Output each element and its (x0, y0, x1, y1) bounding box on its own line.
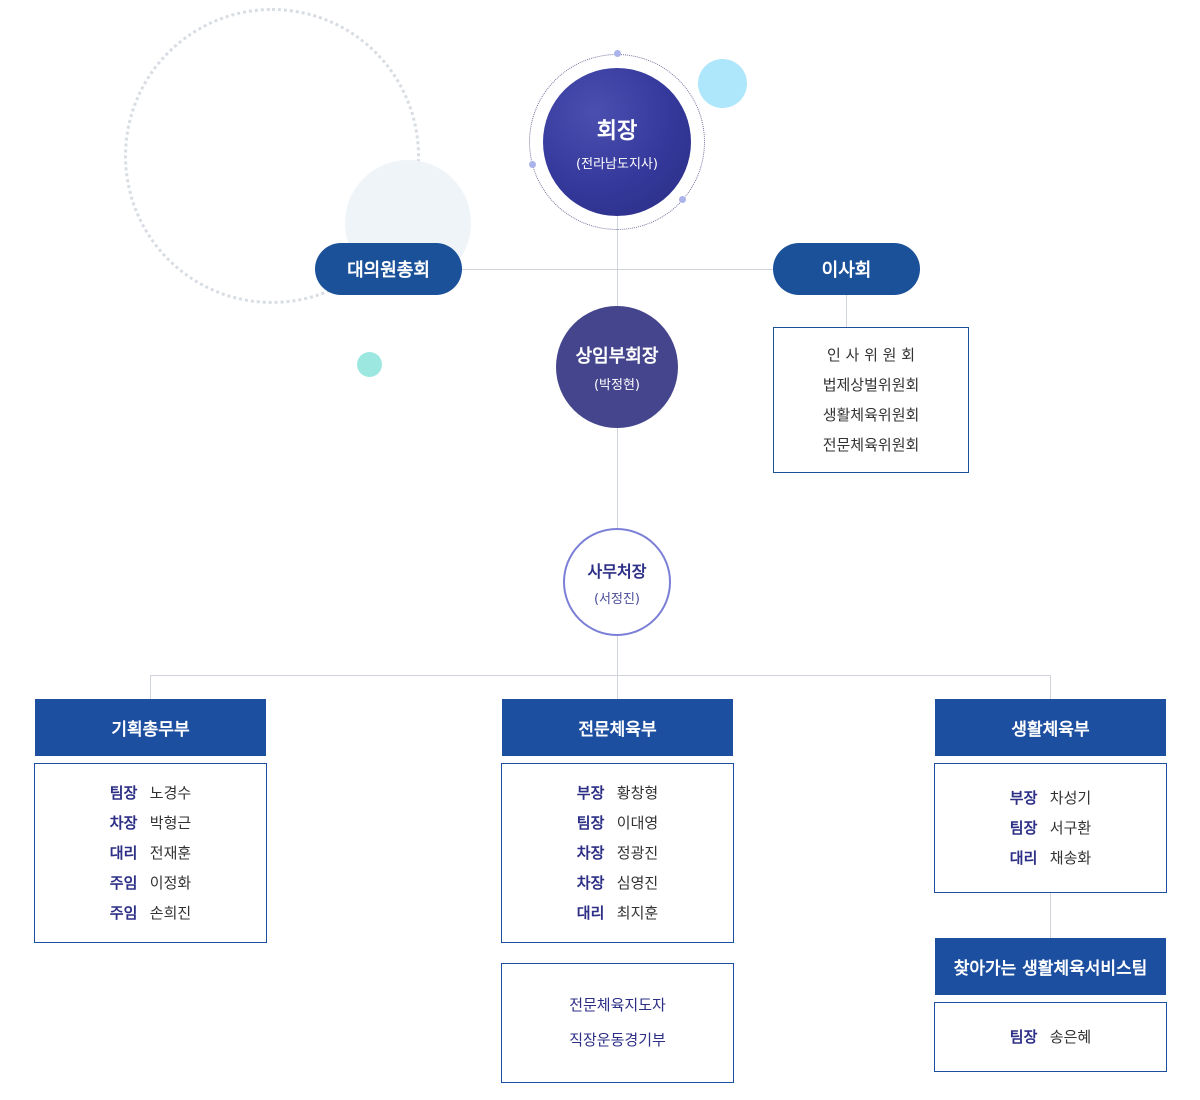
extra-item: 전문체육지도자 (569, 996, 666, 1014)
secretary-general-title: 사무처장 (587, 561, 647, 581)
committee-item: 생활체육위원회 (822, 406, 920, 424)
staff-role: 대리 (576, 904, 605, 922)
staff-role: 팀장 (1009, 819, 1038, 837)
connector-secgen-down (617, 636, 618, 699)
connector-dept3-subteam (1050, 892, 1051, 938)
connector-chair-vice (617, 216, 618, 306)
staff-name: 황창형 (616, 784, 659, 802)
staff-name: 정광진 (616, 844, 659, 862)
dept-community-sports-header[interactable]: 생활체육부 (935, 699, 1166, 756)
staff-row: 대리 최지훈 (577, 898, 658, 928)
vice-chairman-node[interactable]: 상임부회장 (박정현) (556, 306, 678, 428)
staff-name: 전재훈 (149, 844, 192, 862)
staff-row: 대리 전재훈 (110, 838, 191, 868)
vice-chairman-subtitle: (박정현) (593, 377, 641, 393)
staff-role: 부장 (576, 784, 605, 802)
connector-board-committees (846, 295, 847, 327)
connector-dept3 (1050, 675, 1051, 699)
staff-name: 노경수 (149, 784, 192, 802)
staff-name: 차성기 (1049, 789, 1092, 807)
staff-row: 차장 박형근 (110, 808, 191, 838)
staff-row: 팀장 노경수 (110, 778, 191, 808)
extra-item: 직장운동경기부 (569, 1031, 666, 1049)
subteam-header[interactable]: 찾아가는 생활체육서비스팀 (935, 938, 1166, 995)
staff-row: 주임 손희진 (110, 898, 191, 928)
staff-role: 차장 (576, 844, 605, 862)
staff-name: 손희진 (149, 904, 192, 922)
committee-item: 전문체육위원회 (822, 436, 920, 454)
secretary-general-subtitle: (서정진) (593, 591, 641, 607)
dept-elite-sports-header[interactable]: 전문체육부 (502, 699, 733, 756)
staff-row: 주임 이정화 (110, 868, 191, 898)
connector-assembly-board (461, 269, 773, 270)
staff-role: 팀장 (1009, 1028, 1038, 1046)
staff-name: 송은혜 (1049, 1028, 1092, 1046)
staff-name: 채송화 (1049, 849, 1092, 867)
staff-row: 대리 채송화 (1010, 843, 1091, 873)
staff-role: 팀장 (109, 784, 138, 802)
staff-role: 차장 (109, 814, 138, 832)
ring-dot-top (614, 50, 621, 57)
staff-role: 차장 (576, 874, 605, 892)
connector-dept1 (150, 675, 151, 699)
staff-name: 서구환 (1049, 819, 1092, 837)
decorative-dotted-ring (124, 8, 420, 304)
staff-role: 주임 (109, 904, 138, 922)
dept-elite-sports-extra: 전문체육지도자 직장운동경기부 (501, 963, 734, 1083)
board-node[interactable]: 이사회 (773, 243, 920, 295)
staff-role: 대리 (109, 844, 138, 862)
staff-role: 대리 (1009, 849, 1038, 867)
staff-row: 팀장 이대영 (577, 808, 658, 838)
committee-item: 법제상벌위원회 (822, 376, 920, 394)
staff-role: 주임 (109, 874, 138, 892)
staff-row: 팀장 서구환 (1010, 813, 1091, 843)
staff-row: 부장 황창형 (577, 778, 658, 808)
chairman-node[interactable]: 회장 (전라남도지사) (543, 68, 691, 216)
ring-dot-right (679, 196, 686, 203)
general-assembly-node[interactable]: 대의원총회 (315, 243, 462, 295)
dept-planning-header[interactable]: 기획총무부 (35, 699, 266, 756)
dept-community-sports-staff: 부장 차성기 팀장 서구환 대리 채송화 (934, 763, 1167, 893)
staff-row: 차장 정광진 (577, 838, 658, 868)
chairman-title: 회장 (596, 118, 638, 144)
staff-row: 부장 차성기 (1010, 783, 1091, 813)
staff-name: 최지훈 (616, 904, 659, 922)
staff-row: 팀장 송은혜 (1010, 1022, 1091, 1052)
chairman-subtitle: (전라남도지사) (576, 156, 658, 172)
staff-role: 부장 (1009, 789, 1038, 807)
connector-vice-secgen (617, 428, 618, 528)
staff-role: 팀장 (576, 814, 605, 832)
vice-chairman-title: 상임부회장 (575, 345, 659, 367)
staff-name: 박형근 (149, 814, 192, 832)
committee-list: 인 사 위 원 회 법제상벌위원회 생활체육위원회 전문체육위원회 (773, 327, 969, 473)
staff-name: 이대영 (616, 814, 659, 832)
ring-dot-left (529, 161, 536, 168)
committee-item: 인 사 위 원 회 (826, 346, 916, 364)
staff-name: 이정화 (149, 874, 192, 892)
secretary-general-node[interactable]: 사무처장 (서정진) (563, 528, 671, 636)
decorative-teal-circle (357, 352, 382, 377)
staff-row: 차장 심영진 (577, 868, 658, 898)
connector-dept-horizontal (150, 675, 1050, 676)
subteam-staff: 팀장 송은혜 (934, 1002, 1167, 1072)
staff-name: 심영진 (616, 874, 659, 892)
decorative-cyan-circle (698, 59, 747, 108)
